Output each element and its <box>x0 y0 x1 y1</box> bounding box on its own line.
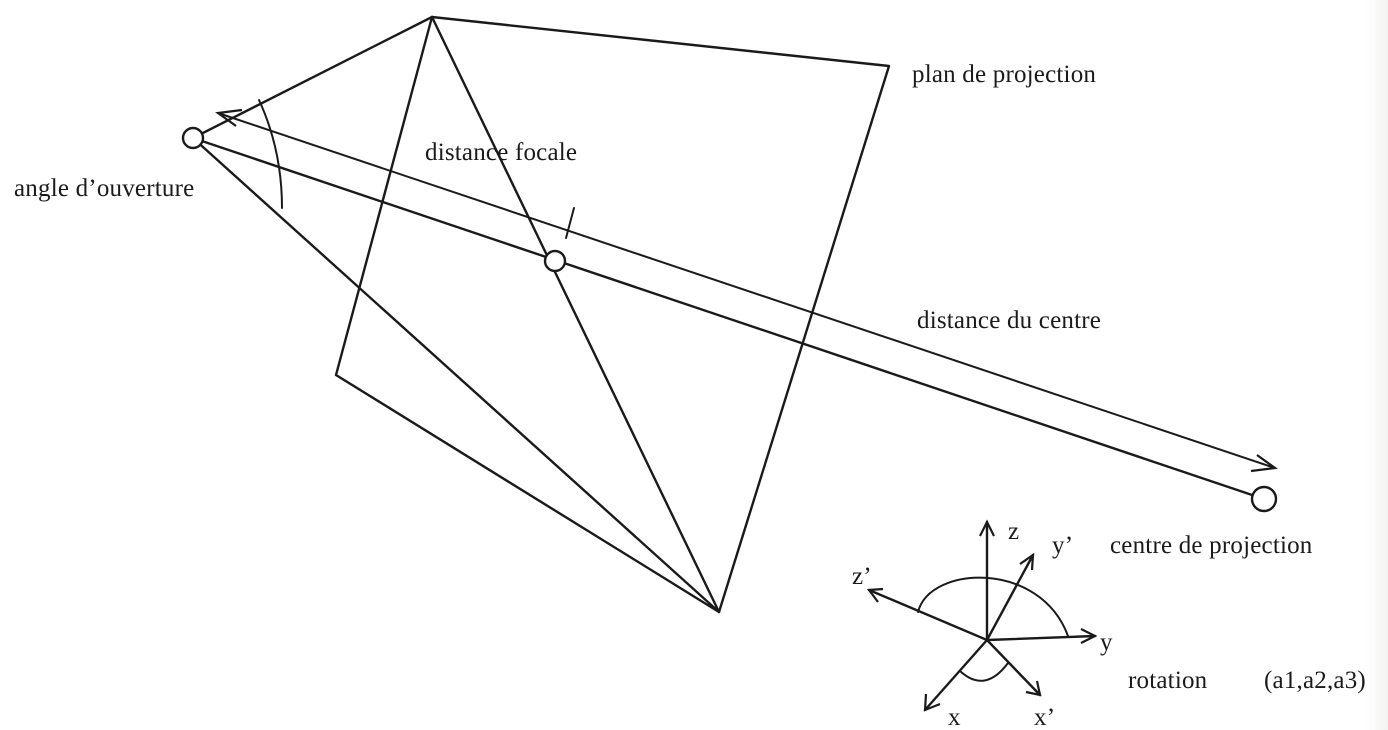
label-rotation-params: (a1,a2,a3) <box>1264 667 1366 694</box>
frustum-edge-bottom <box>191 136 721 614</box>
label-center-distance: distance du centre <box>917 307 1101 334</box>
label-axis-y: y <box>1100 629 1113 656</box>
plane-center-point <box>543 249 567 273</box>
axis-y-prime-arrowhead <box>1019 552 1035 571</box>
axis-x-prime <box>985 638 1042 697</box>
axis-x-arrowhead <box>923 693 941 712</box>
dimension-arrowhead-right <box>1250 454 1278 473</box>
axis-z-prime-arrowhead <box>866 587 884 603</box>
rotation-axes <box>866 519 1098 712</box>
label-projection-center: centre de projection <box>1110 532 1313 559</box>
distance-dimension-line <box>217 112 1276 469</box>
focal-distance-tick <box>565 207 575 239</box>
label-aperture-angle: angle d’ouverture <box>14 175 194 202</box>
projection-plane <box>334 15 891 614</box>
projection-center-point <box>1250 485 1278 513</box>
aperture-angle-arc <box>258 99 283 209</box>
label-axis-x-prime: x’ <box>1034 704 1055 730</box>
axis-y-arrowhead <box>1080 628 1098 644</box>
label-axis-y-prime: y’ <box>1052 532 1073 559</box>
axis-z-arrowhead <box>979 519 995 537</box>
page-edge-shading <box>1366 0 1388 730</box>
eye-point <box>181 126 205 150</box>
label-axis-x: x <box>948 704 961 730</box>
plane-diagonal <box>430 15 721 614</box>
label-rotation: rotation <box>1128 667 1208 694</box>
axis-y <box>985 634 1097 642</box>
axis-y-prime <box>985 553 1035 642</box>
dimension-arrowhead-left <box>215 108 243 127</box>
rotation-arc-lower <box>959 662 1009 682</box>
label-projection-plane: plan de projection <box>912 61 1096 88</box>
axis-x <box>923 638 989 712</box>
label-axis-z-prime: z’ <box>852 563 872 590</box>
rotation-arc-upper <box>917 576 1069 637</box>
axis-x-prime-arrowhead <box>1025 680 1042 697</box>
label-focal-distance: distance focale <box>425 139 577 166</box>
label-axis-z: z <box>1008 518 1019 545</box>
optical-axis <box>191 136 1266 501</box>
axis-z-prime <box>867 588 989 642</box>
